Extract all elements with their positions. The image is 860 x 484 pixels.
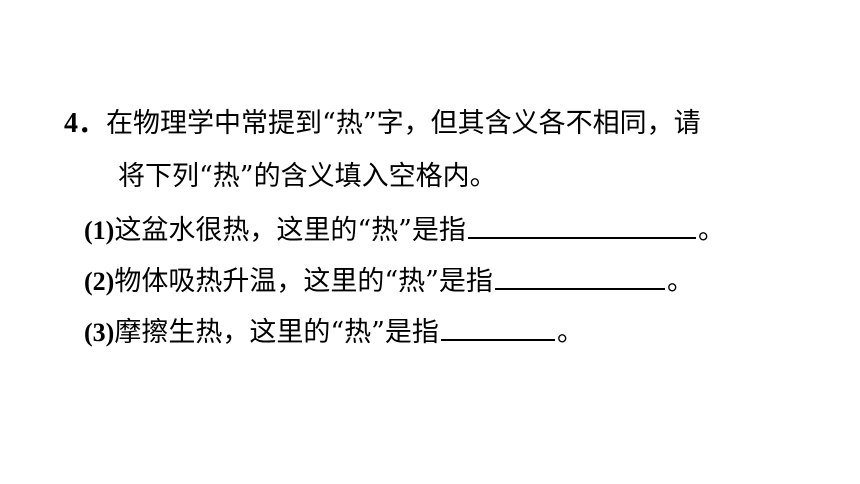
- sub-question-1: (1)这盆水很热，这里的“热”是指 。: [84, 211, 725, 248]
- sub-question-end-punct: 。: [556, 317, 584, 348]
- answer-blank-1[interactable]: [467, 211, 696, 239]
- sub-question-label: (1): [84, 216, 115, 245]
- sub-question-text: 摩擦生热，这里的“热”是指: [114, 317, 439, 348]
- sub-question-end-punct: 。: [666, 266, 694, 297]
- question-stem-text-2: 将下列“热”的含义填入空格内。: [118, 161, 497, 192]
- sub-question-3: (3)摩擦生热，这里的“热”是指 。: [84, 313, 584, 350]
- question-stem-line-2: 将下列“热”的含义填入空格内。: [118, 160, 497, 194]
- question-stem-line-1: 4．在物理学中常提到“热”字，但其含义各不相同，请: [64, 107, 701, 141]
- question-stem-text-1: 在物理学中常提到“热”字，但其含义各不相同，请: [106, 108, 701, 139]
- sub-question-label: (2): [84, 267, 115, 296]
- sub-question-2: (2)物体吸热升温，这里的“热”是指 。: [84, 262, 694, 299]
- question-number: 4．: [64, 108, 107, 139]
- sub-question-label: (3): [84, 318, 115, 347]
- answer-blank-3[interactable]: [440, 313, 555, 341]
- sub-question-text: 物体吸热升温，这里的“热”是指: [114, 266, 493, 297]
- sub-question-text: 这盆水很热，这里的“热”是指: [114, 215, 466, 246]
- sub-question-end-punct: 。: [697, 215, 725, 246]
- answer-blank-2[interactable]: [494, 262, 665, 290]
